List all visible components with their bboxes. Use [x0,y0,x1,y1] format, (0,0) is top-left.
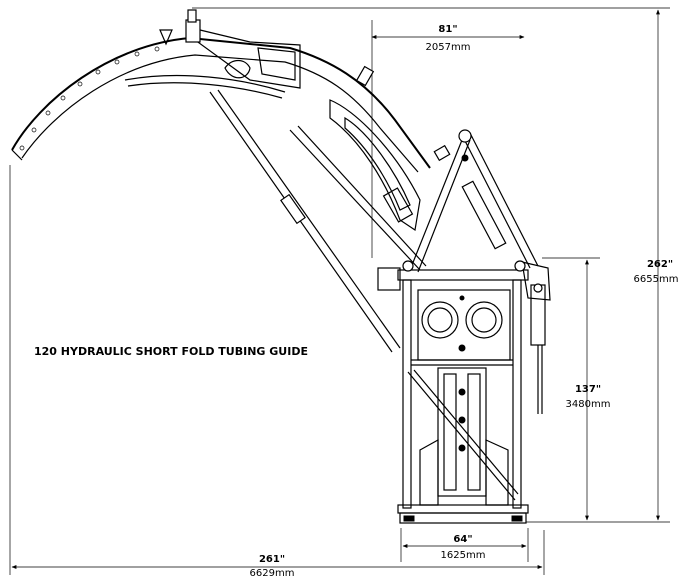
right-pivot [514,260,526,272]
frame-diagonal-brace [407,371,516,501]
motor-right [485,439,509,506]
dim-total-width: 261" 6629mm [9,165,545,579]
dim-lower-height-inches: 137" [575,384,601,395]
left-pivot [402,260,414,272]
main-frame [377,260,529,524]
left-mount [377,267,401,291]
base-skid [399,512,527,524]
frame-left-post [402,279,412,509]
arch-holes [19,46,160,151]
arch-brace [289,129,421,271]
dim-base-width: 64" 1625mm [400,528,529,562]
dim-total-height-inches: 262" [647,259,673,270]
strut-clamp [280,193,306,225]
drawing-title: 120 HYDRAULIC SHORT FOLD TUBING GUIDE [34,345,308,358]
arch-side-plate [329,99,421,232]
dim-total-height: 262" 6655mm [192,7,679,523]
drive-wheel-left [421,301,459,339]
dim-total-height-mm: 6655mm [634,274,679,285]
arm-pivot [458,129,472,143]
frame-top-bar [397,269,529,281]
arm-fitting [433,144,451,162]
dim-lower-height-mm: 3480mm [566,399,611,410]
drive-wheel-right [465,301,503,339]
top-roller [159,29,173,46]
arch-inner-rail [21,54,419,173]
dim-base-width-inches: 64" [453,534,472,545]
dim-lower-height: 137" 3480mm [542,257,611,521]
guide-arch [11,9,431,232]
frame-right-post [512,279,522,509]
hydraulic-cylinder [461,180,507,250]
side-fitting [355,65,375,87]
injector-housing [417,289,511,361]
dim-top-width: 81" 2057mm [371,20,525,258]
base-skid-top [397,504,529,514]
top-fitting [185,19,201,43]
hanging-cylinder [530,284,546,346]
motor-left [419,438,439,506]
chain-column [437,367,487,497]
dim-top-width-mm: 2057mm [426,42,471,53]
dim-total-width-mm: 6629mm [250,568,295,577]
dim-total-width-inches: 261" [259,554,285,565]
arch-frame-cutout [224,59,251,79]
left-support-strut [209,89,427,353]
hydraulic-arm [409,129,551,414]
dim-base-width-mm: 1625mm [441,550,486,561]
dim-top-width-inches: 81" [438,24,457,35]
arch-lower-rail [124,74,286,93]
